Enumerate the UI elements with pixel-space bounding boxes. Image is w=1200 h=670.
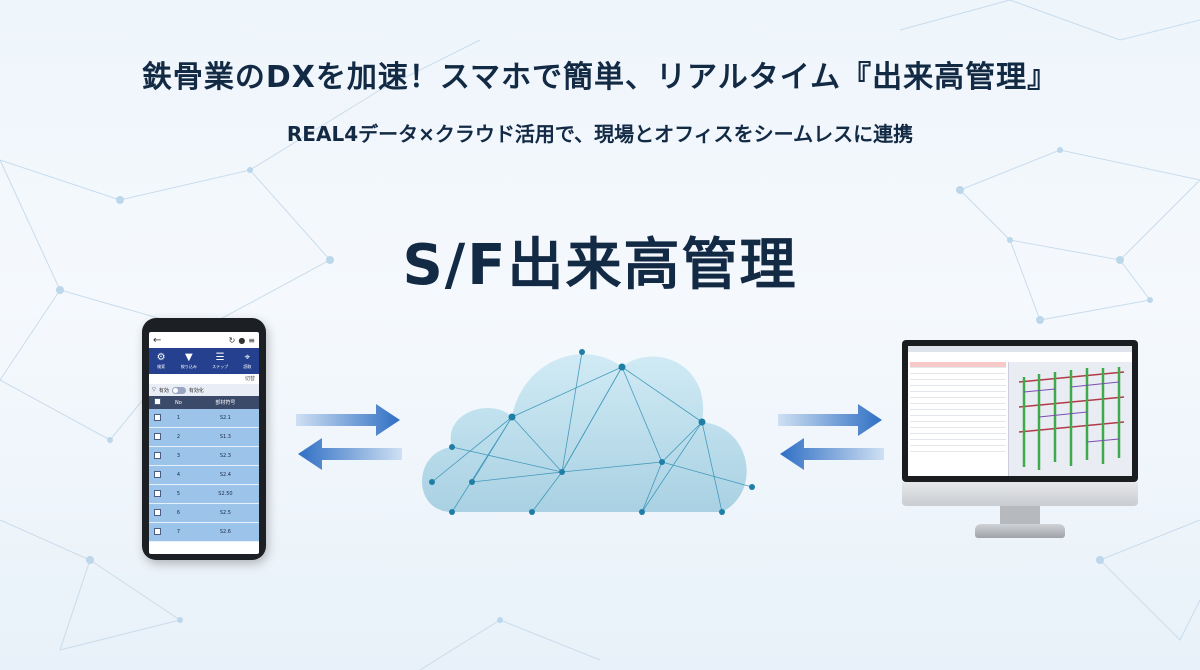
filter-bar: ▽ 有効 有効化: [149, 384, 259, 396]
menu-icon[interactable]: ≡: [248, 335, 255, 345]
row-checkbox[interactable]: [153, 527, 161, 535]
filter-icon: ▼: [184, 352, 193, 363]
data-grid: [908, 362, 1009, 476]
arrow-left-icon[interactable]: ←: [153, 334, 162, 346]
funnel-icon: ▽: [152, 387, 156, 393]
phone-toolbar: ⚙ 検索 ▼ 絞り込み ☰ ステップ ⌖ 読取: [149, 348, 259, 374]
app-title-bar: [908, 346, 1132, 352]
row-checkbox[interactable]: [153, 508, 161, 516]
row-checkbox[interactable]: [153, 413, 161, 421]
qr-icon: ⌖: [244, 352, 251, 363]
monitor-base: [975, 524, 1065, 538]
list-icon: ☰: [215, 352, 225, 363]
row-checkbox[interactable]: [153, 470, 161, 478]
monitor-stand: [1000, 506, 1040, 526]
arrow-right-icon: [778, 404, 882, 436]
steel-3d-model-view: [1009, 362, 1132, 476]
cloud-network-icon: [422, 349, 755, 515]
column-no: No: [165, 396, 192, 409]
toolbar-item-filter[interactable]: ▼ 絞り込み: [180, 352, 197, 369]
arrow-right-icon: [296, 404, 400, 436]
gear-icon: ⚙: [156, 352, 166, 363]
row-checkbox[interactable]: [153, 432, 161, 440]
headline: 鉄骨業のDXを加速！スマホで簡単、リアルタイム『出来高管理』: [141, 60, 1059, 95]
desktop-monitor-icon: [902, 340, 1138, 482]
monitor-chin: [902, 482, 1138, 506]
arrow-left-icon: [780, 438, 884, 470]
subline: REAL4データ×クラウド活用で、現場とオフィスをシームレスに連携: [286, 122, 914, 146]
monitor-screen: [908, 346, 1132, 476]
sync-arrows-left: [296, 404, 402, 470]
refresh-icon[interactable]: ↻: [228, 335, 236, 345]
arrow-left-icon: [298, 438, 402, 470]
toolbar-item-step[interactable]: ☰ ステップ: [212, 352, 229, 369]
filter-toggle[interactable]: [171, 386, 186, 394]
row-checkbox[interactable]: [153, 489, 161, 497]
toolbar-item-search[interactable]: ⚙ 検索: [156, 352, 166, 369]
row-checkbox[interactable]: [153, 451, 161, 459]
product-name: S/F出来高管理: [402, 233, 798, 298]
mode-label[interactable]: 切替: [244, 376, 255, 382]
column-code: 部材符号: [191, 396, 259, 409]
user-icon[interactable]: ●: [238, 335, 246, 345]
toolbar-item-scan[interactable]: ⌖ 読取: [243, 352, 252, 369]
select-all-checkbox[interactable]: [149, 396, 165, 409]
smartphone: ← ↻ ● ≡ ⚙ 検索 ▼ 絞り込み ☰ ステップ ⌖ 読取: [142, 318, 266, 560]
sync-arrows-right: [778, 404, 884, 470]
phone-top-bar: ← ↻ ● ≡: [149, 332, 259, 348]
phone-screen: ← ↻ ● ≡ ⚙ 検索 ▼ 絞り込み ☰ ステップ ⌖ 読取: [149, 332, 259, 554]
